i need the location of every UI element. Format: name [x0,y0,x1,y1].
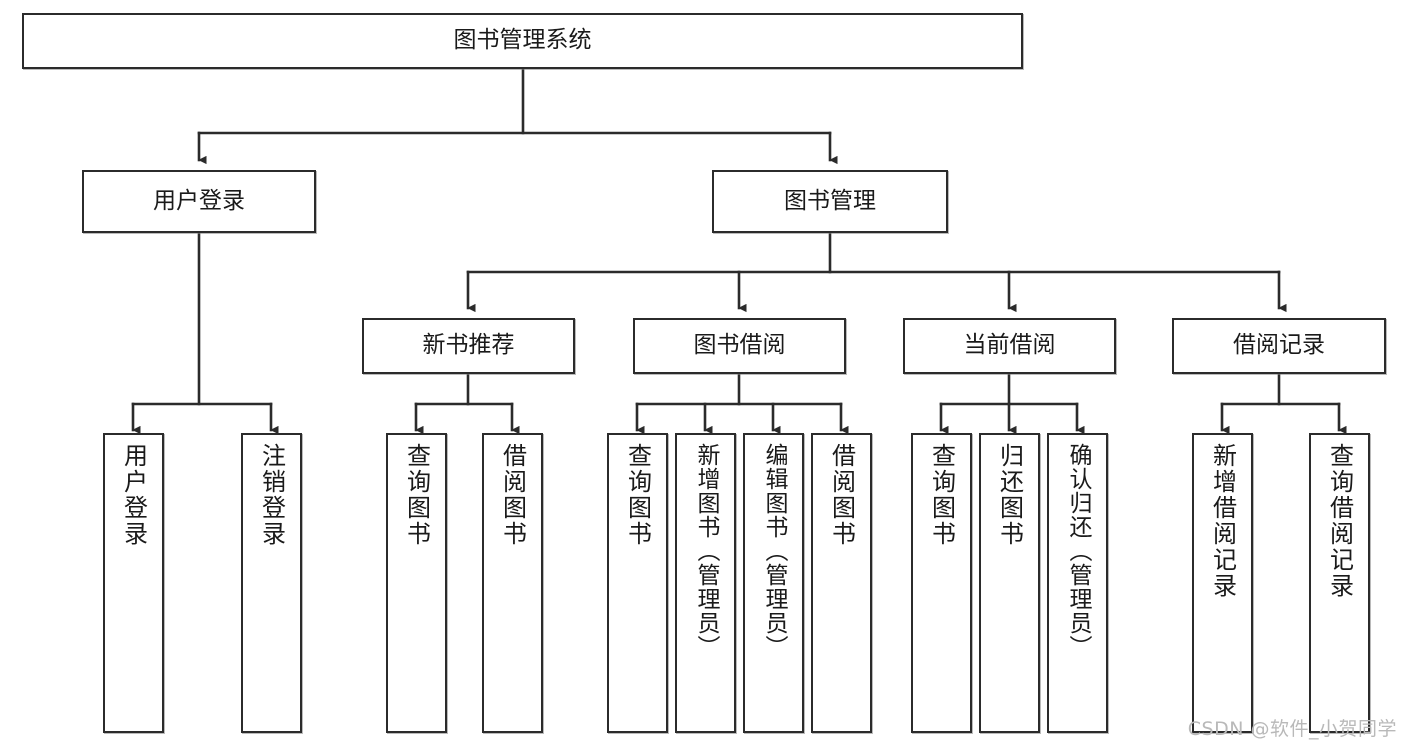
node-book-borrow[interactable]: 图书借阅 [633,318,846,374]
node-leaf-user-login-label: 用户登录 [119,443,148,547]
node-leaf-nb-borrow-label: 借阅图书 [498,443,527,547]
node-book-borrow-label: 图书借阅 [693,332,786,359]
node-book-manage[interactable]: 图书管理 [712,170,948,233]
node-leaf-cb-query-label: 查询图书 [927,443,956,547]
node-leaf-nb-query[interactable]: 查询图书 [386,433,447,733]
node-leaf-bb-add-label: 新增图书（管理员） [693,443,719,659]
node-leaf-br-add[interactable]: 新增借阅记录 [1192,433,1253,733]
node-current-borrow-label: 当前借阅 [963,332,1056,359]
node-leaf-user-login[interactable]: 用户登录 [103,433,164,733]
node-root-label: 图书管理系统 [453,27,592,54]
node-new-book-rec[interactable]: 新书推荐 [362,318,575,374]
node-borrow-record-label: 借阅记录 [1233,332,1325,359]
node-leaf-bb-borrow[interactable]: 借阅图书 [811,433,872,733]
node-leaf-nb-borrow[interactable]: 借阅图书 [482,433,543,733]
node-leaf-bb-edit-label: 编辑图书（管理员） [761,443,787,659]
node-user-login[interactable]: 用户登录 [82,170,316,233]
node-leaf-cb-confirm[interactable]: 确认归还（管理员） [1047,433,1108,733]
node-leaf-cb-confirm-label: 确认归还（管理员） [1065,443,1091,659]
node-leaf-bb-query-label: 查询图书 [623,443,652,547]
node-leaf-bb-edit[interactable]: 编辑图书（管理员） [743,433,804,733]
node-leaf-user-logout-label: 注销登录 [257,443,286,547]
node-leaf-nb-query-label: 查询图书 [402,443,431,547]
node-user-login-label: 用户登录 [153,187,245,214]
node-leaf-cb-return-label: 归还图书 [995,443,1024,547]
node-leaf-br-query-label: 查询借阅记录 [1325,443,1354,599]
node-leaf-bb-query[interactable]: 查询图书 [607,433,668,733]
node-leaf-bb-borrow-label: 借阅图书 [827,443,856,547]
node-root[interactable]: 图书管理系统 [22,13,1023,69]
node-book-manage-label: 图书管理 [784,187,876,214]
node-current-borrow[interactable]: 当前借阅 [903,318,1116,374]
node-leaf-cb-return[interactable]: 归还图书 [979,433,1040,733]
node-leaf-br-query[interactable]: 查询借阅记录 [1309,433,1370,733]
csdn-watermark: CSDN @软件_小贺同学 [1187,718,1397,740]
node-leaf-cb-query[interactable]: 查询图书 [911,433,972,733]
node-leaf-user-logout[interactable]: 注销登录 [241,433,302,733]
node-leaf-br-add-label: 新增借阅记录 [1208,443,1237,599]
node-new-book-rec-label: 新书推荐 [422,332,515,359]
node-borrow-record[interactable]: 借阅记录 [1172,318,1386,374]
node-leaf-bb-add[interactable]: 新增图书（管理员） [675,433,736,733]
